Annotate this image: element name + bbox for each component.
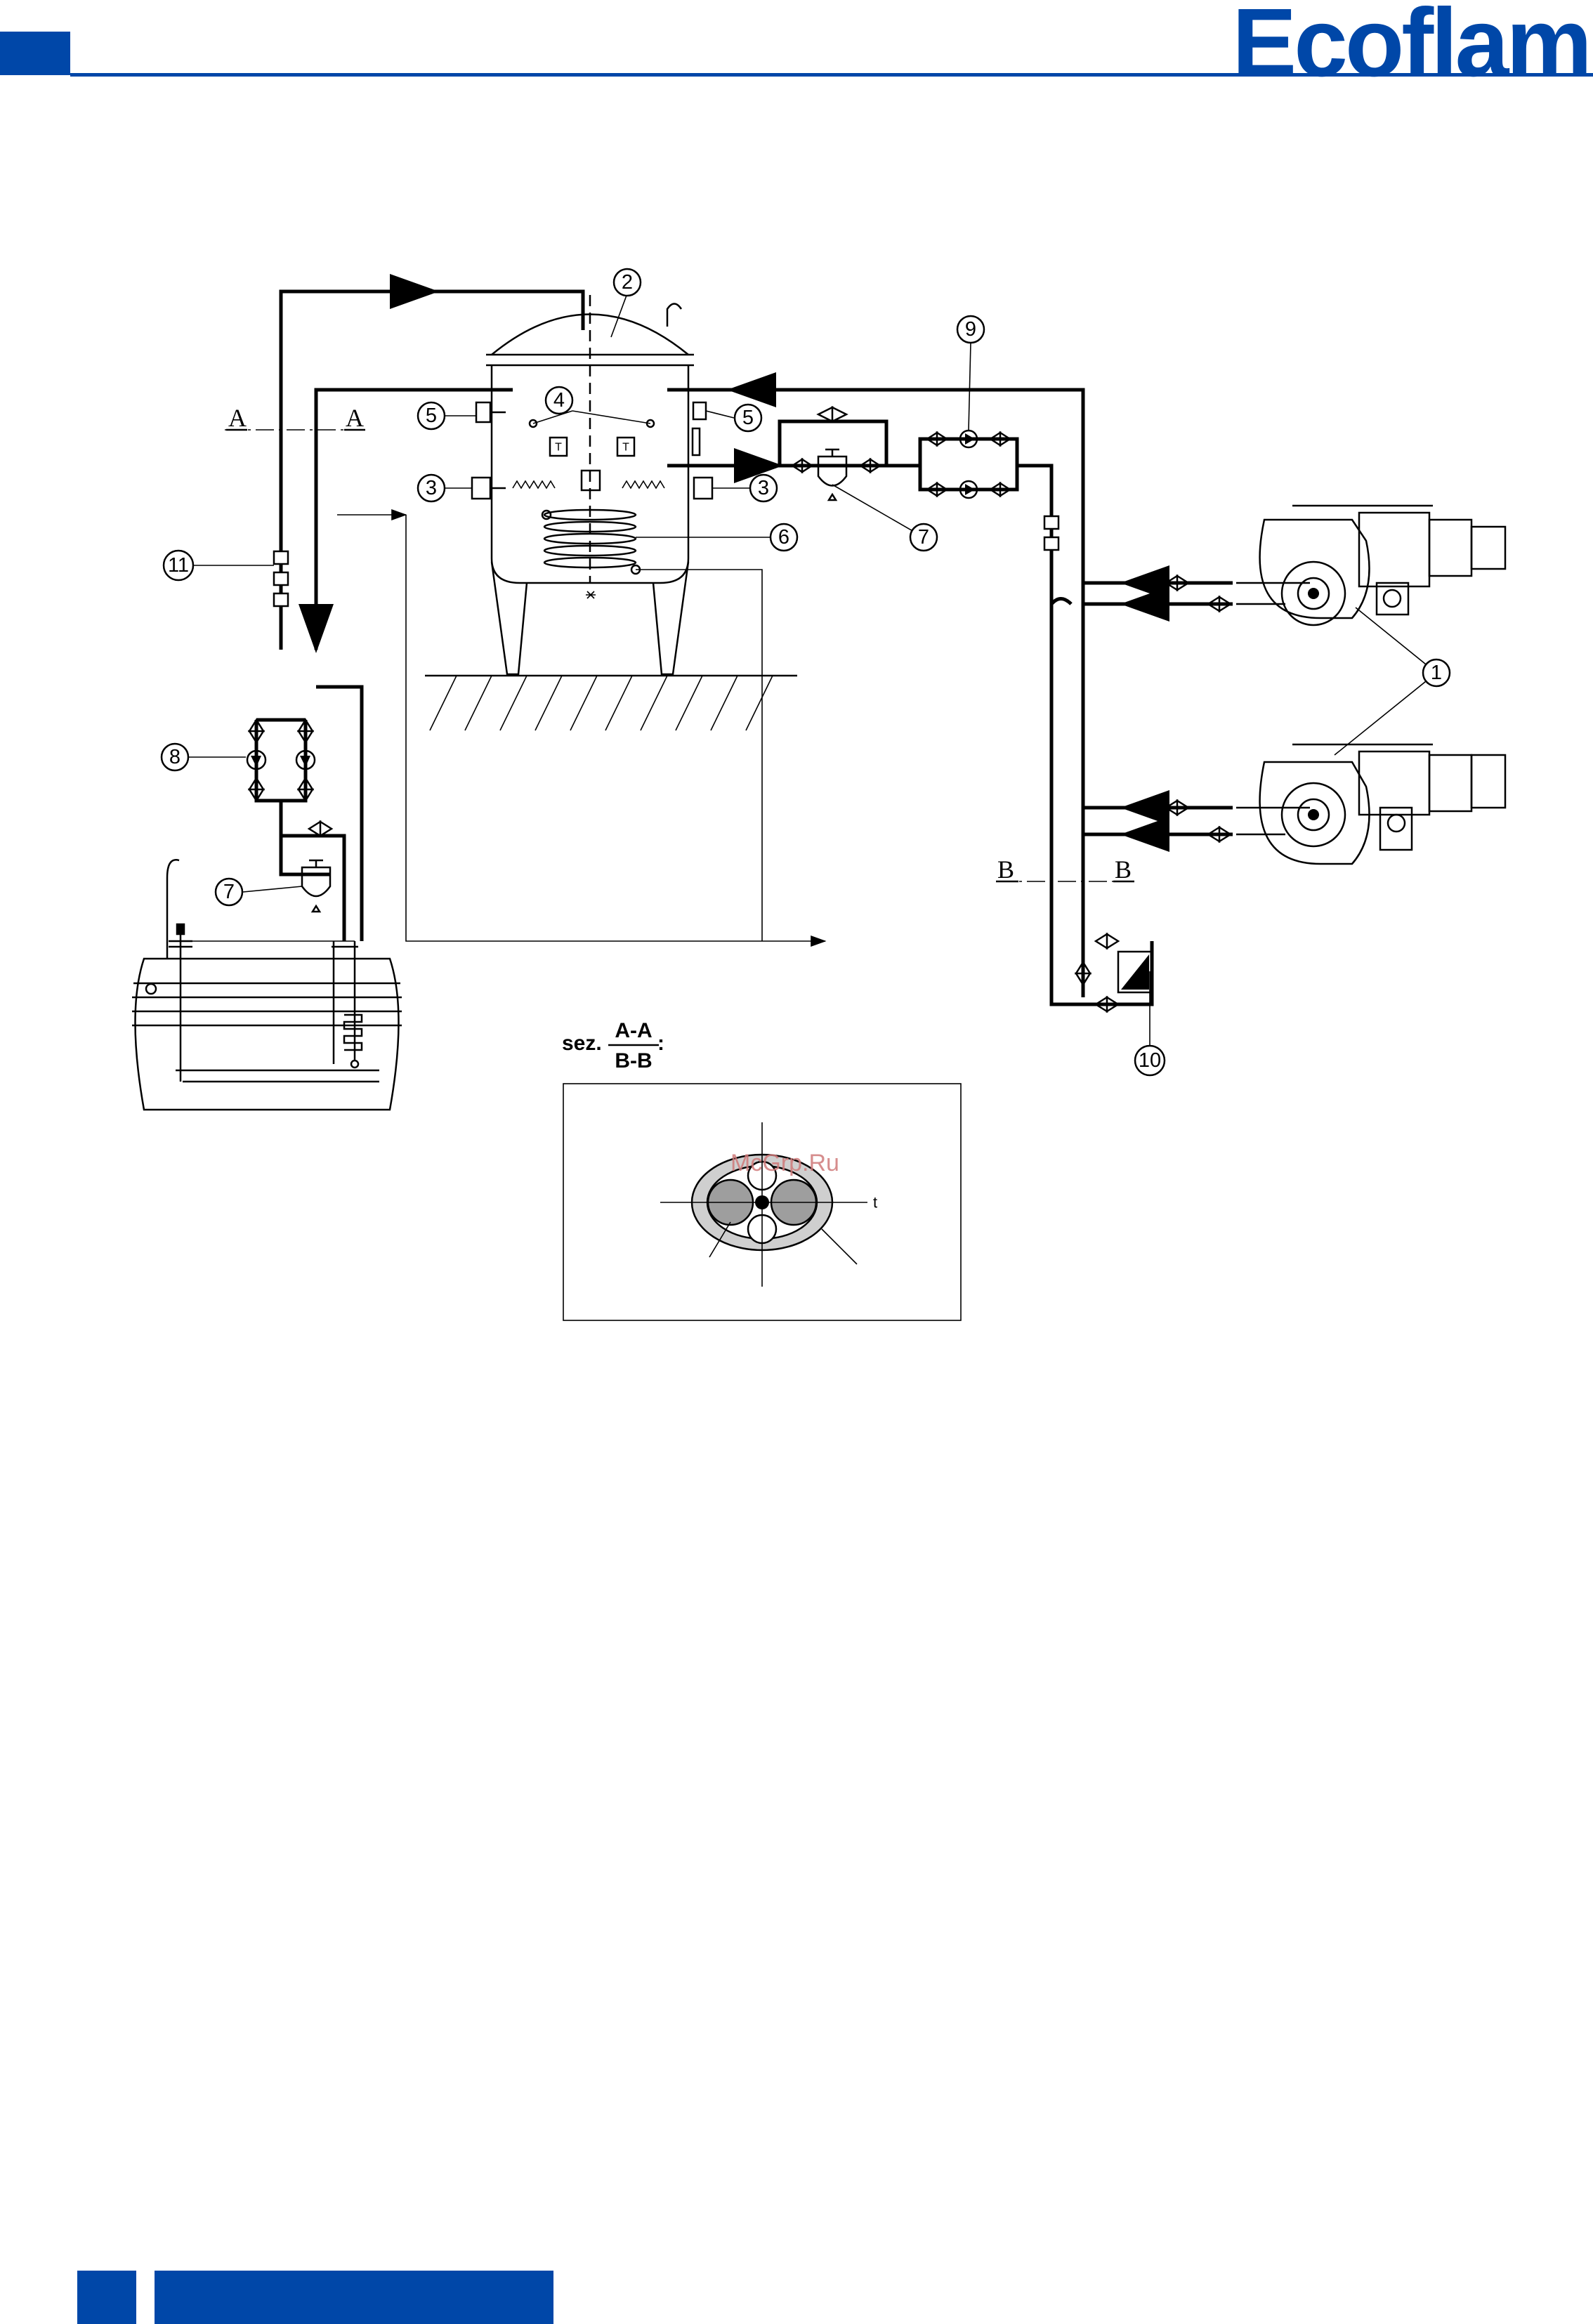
svg-text:2: 2 [622, 271, 633, 294]
svg-text:A-A: A-A [615, 1019, 652, 1042]
section-detail: t McGrp.Ru [563, 1084, 961, 1320]
svg-text:7: 7 [223, 881, 235, 903]
svg-text:B: B [997, 855, 1014, 884]
section-mark-b-b: B B [996, 855, 1134, 884]
svg-text:t: t [873, 1194, 877, 1212]
callout-3-right: 3 [750, 475, 777, 501]
svg-text:11: 11 [168, 554, 189, 577]
callout-1: 1 [1423, 659, 1450, 686]
leader-lines [188, 294, 1436, 1061]
svg-text:A: A [228, 404, 247, 432]
svg-text:6: 6 [778, 526, 789, 549]
main-piping [256, 291, 1233, 1004]
callout-5-right: 5 [735, 405, 761, 431]
svg-text:3: 3 [426, 477, 437, 499]
svg-text:A: A [346, 404, 364, 432]
svg-text:8: 8 [169, 746, 181, 768]
heated-tank: T T [425, 295, 797, 730]
svg-text:B-B: B-B [615, 1049, 652, 1072]
svg-text::: : [657, 1032, 664, 1055]
callout-11: 11 [164, 551, 193, 580]
svg-text:B: B [1115, 855, 1132, 884]
pressure-regulator [1118, 952, 1152, 992]
callout-5-left: 5 [418, 402, 445, 429]
svg-text:T: T [622, 442, 629, 454]
svg-text:10: 10 [1139, 1049, 1161, 1072]
svg-text:1: 1 [1431, 662, 1442, 684]
svg-text:5: 5 [742, 407, 754, 429]
callout-7-right: 7 [910, 524, 937, 551]
svg-text:4: 4 [553, 389, 565, 412]
callout-8: 8 [162, 744, 188, 770]
callout-9: 9 [957, 316, 984, 343]
callout-4: 4 [546, 387, 572, 414]
pumps [247, 431, 977, 769]
external-sensors [472, 402, 712, 499]
burner-bottom [1236, 744, 1505, 864]
flanges [274, 516, 1058, 606]
svg-text:sez.: sez. [562, 1032, 602, 1055]
svg-text:3: 3 [758, 477, 769, 499]
footer-block-right [155, 2271, 553, 2324]
svg-text:9: 9 [965, 318, 976, 341]
callout-7-left: 7 [216, 879, 242, 905]
svg-text:T: T [555, 442, 562, 454]
footer-block-left [77, 2271, 136, 2324]
section-caption: sez. A-A B-B : [562, 1019, 664, 1072]
callout-6: 6 [771, 524, 797, 551]
callout-10: 10 [1135, 1046, 1165, 1075]
svg-text:5: 5 [426, 405, 437, 427]
burner-top [1236, 506, 1505, 625]
callout-3-left: 3 [418, 475, 445, 501]
svg-text:7: 7 [918, 526, 929, 549]
watermark: McGrp.Ru [730, 1150, 839, 1176]
section-mark-a-a: A A [225, 404, 365, 432]
callout-2: 2 [614, 269, 641, 296]
